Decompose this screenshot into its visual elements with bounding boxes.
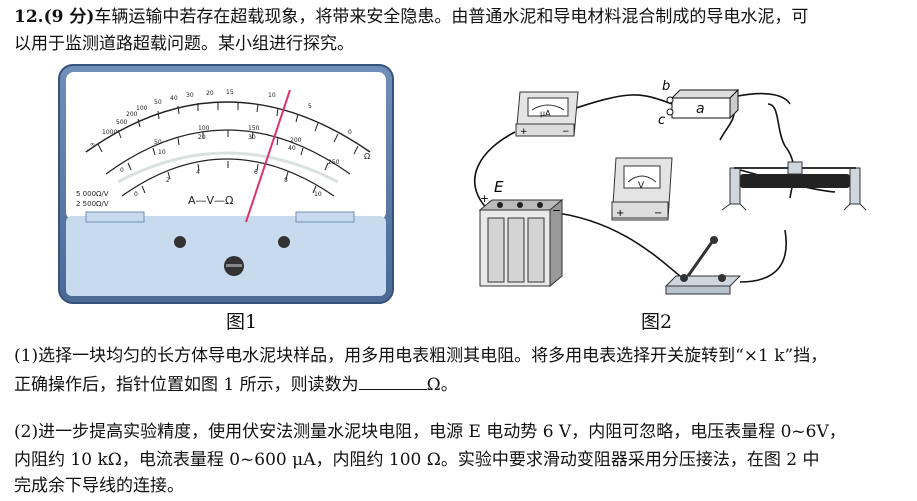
ammeter-plus: + [520, 127, 528, 137]
part1-line1: (1)选择一块均匀的长方体导电水泥块样品，用多用电表粗测其电阻。将多用电表选择开… [14, 346, 828, 366]
ohm-label: 40 [170, 95, 178, 102]
voltmeter-minus: − [654, 208, 662, 219]
terminal-c: c [658, 113, 665, 128]
battery-minus: − [552, 204, 561, 217]
rheostat [721, 161, 867, 211]
ac-label: 4 [196, 169, 200, 176]
dc2-label: 20 [198, 134, 206, 141]
answer-blank[interactable] [358, 373, 427, 390]
dc-label: 0 [120, 167, 124, 174]
ohm-label: 10 [268, 92, 276, 99]
dc-label: 100 [198, 125, 210, 132]
part1-line2-post: Ω。 [426, 375, 458, 395]
figure1-label: 图1 [226, 311, 258, 333]
sensitivity-2: 2 500Ω/V [76, 200, 109, 208]
voltmeter: V + − [611, 157, 673, 221]
switch [664, 236, 742, 295]
ammeter-minus: − [562, 127, 570, 137]
dc-label: 250 [328, 159, 340, 166]
question-intro-line2: 以用于监测道路超载问题。某小组进行探究。 [14, 34, 354, 54]
ohm-label: 15 [226, 89, 234, 96]
sample-block: a b c [658, 79, 740, 128]
adjust-knob [278, 236, 290, 248]
figure2-label: 图2 [641, 311, 673, 333]
ohm-label: 200 [126, 111, 138, 118]
sensitivity-1: 5 000Ω/V [76, 190, 109, 198]
figure2-circuit: μA + − V + − a b c E + − [474, 79, 867, 295]
terminal-b: b [662, 79, 670, 94]
source-label: E [494, 178, 504, 196]
sample-label: a [696, 101, 705, 117]
ohm-label: 0 [348, 129, 352, 136]
ac-label: 2 [166, 177, 170, 184]
part2-line2: 内阻约 10 kΩ，电流表量程 0~600 μA，内阻约 100 Ω。实验中要求… [14, 450, 820, 470]
ohm-label: 20 [206, 90, 214, 97]
dc2-label: 10 [158, 149, 166, 156]
figure1-multimeter: ∞ 1000 500 200 100 50 40 30 20 15 10 5 0… [58, 64, 394, 304]
ohm-label: 1000 [102, 129, 117, 136]
ohm-label: 500 [116, 119, 128, 126]
question-number: 12. [14, 7, 44, 27]
ohm-label: 50 [154, 99, 162, 106]
part1-line2: 正确操作后，指针位置如图 1 所示，则读数为 Ω。 [14, 373, 458, 396]
voltmeter-plus: + [616, 208, 624, 219]
ammeter: μA + − [515, 91, 579, 137]
part2-line3: 完成余下导线的连接。 [14, 476, 184, 496]
part2-line1: (2)进一步提高实验精度，使用伏安法测量水泥块电阻，电源 E 电动势 6 V，内… [14, 422, 846, 442]
dc-label: 150 [248, 125, 260, 132]
meter-face-text: A—V—Ω [188, 194, 233, 207]
ac-label: 10 [314, 191, 322, 198]
question-intro-line1: 12.(9 分)车辆运输中若存在超载现象，将带来安全隐患。由普通水泥和导电材料混… [14, 6, 808, 28]
meter-needle [245, 89, 291, 223]
dc-label: 200 [290, 137, 302, 144]
ac-label: 8 [284, 177, 288, 184]
question-intro: 车辆运输中若存在超载现象，将带来安全隐患。由普通水泥和导电材料混合制成的导电水泥… [94, 7, 809, 27]
dc-label: 50 [154, 139, 162, 146]
question-score: (9 分) [43, 7, 95, 27]
ohm-unit: Ω [364, 152, 370, 161]
ac-label: 0 [134, 191, 138, 198]
ohm-label: 100 [136, 105, 148, 112]
dc2-label: 40 [288, 145, 296, 152]
battery-plus: + [480, 192, 489, 205]
part1-line2-pre: 正确操作后，指针位置如图 1 所示，则读数为 [14, 375, 359, 395]
ohm-label: ∞ [90, 141, 95, 148]
voltmeter-label: V [638, 181, 645, 191]
adjust-knob [174, 236, 186, 248]
dc2-label: 30 [248, 134, 256, 141]
ohm-label: 30 [186, 92, 194, 99]
ammeter-label: μA [540, 109, 551, 118]
ac-label: 6 [254, 169, 258, 176]
ohm-label: 5 [308, 103, 312, 110]
battery: E + − [478, 178, 564, 288]
